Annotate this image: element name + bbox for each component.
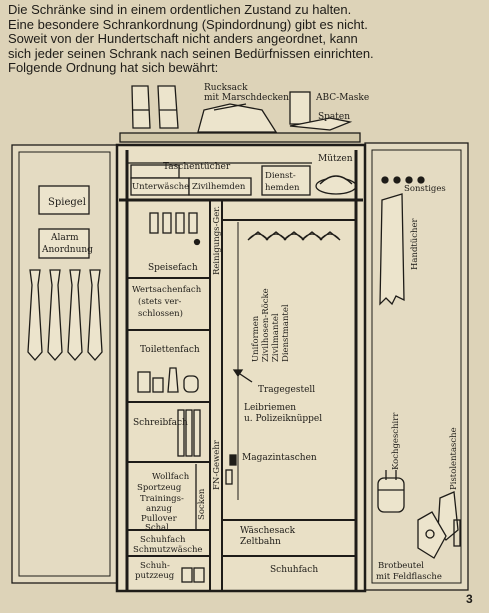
- hooks-icon: [381, 176, 425, 184]
- abc-mask-label: ABC-Maske: [315, 93, 369, 103]
- shoe-compartment-left-label: Schuhfach: [140, 535, 186, 545]
- mirror-box: [38, 185, 90, 215]
- intro-paragraph: Die Schränke sind in einem ordentlichen …: [8, 2, 484, 76]
- intro-line: Eine besondere Schrankordnung (Spindordn…: [8, 16, 368, 32]
- valuables-label-2: (stets ver-: [138, 296, 181, 307]
- rucksack-label: Rucksack: [204, 83, 248, 93]
- shoe-polish-label: Schuh-: [140, 561, 170, 571]
- laundry-label: Schmutzwäsche: [133, 545, 202, 555]
- towel-icon: [379, 193, 405, 306]
- mess-kit-label: Kochgeschirr: [391, 412, 401, 470]
- pantry-items-icon: [149, 212, 201, 246]
- cleaning-gear-label: Reinigungs-Ger.: [212, 206, 222, 275]
- folders-icon: [177, 409, 201, 457]
- alarm-notice-box: [38, 228, 90, 259]
- carrier-label: Tragegestell: [258, 385, 315, 395]
- mirror-label: Spiegel: [48, 197, 86, 208]
- toiletry-label: Toilettenfach: [140, 345, 200, 355]
- rucksack-label-2: mit Marschdecken: [204, 93, 289, 103]
- spaten-label: Spaten: [318, 112, 350, 122]
- underwear-label: Unterwäsche: [132, 182, 189, 192]
- hangers-icon: [247, 231, 341, 241]
- laundry-bag-label: Wäschesack: [240, 526, 296, 536]
- pantry-label: Speisefach: [148, 263, 198, 273]
- magazine-pouch-label: Magazintaschen: [242, 453, 317, 463]
- duty-shirts-label: Dienst-: [265, 171, 296, 181]
- uniform-label-4: Dienstmantel: [281, 304, 291, 362]
- intro-line: Soweit von der Hundertschaft nicht ander…: [8, 31, 358, 47]
- polish-icon: [181, 567, 205, 583]
- rucksack-icon: [197, 103, 278, 133]
- tent-label: Zeltbahn: [240, 537, 281, 547]
- duty-shirts-label-2: hemden: [265, 183, 300, 193]
- uniform-label-2: Zivilhosen-Röcke: [261, 288, 271, 362]
- belt-label-2: u. Polizeiknüppel: [244, 414, 322, 424]
- bread-bag-icon: [417, 511, 447, 559]
- socks-label: Socken: [197, 488, 207, 520]
- writing-label: Schreibfach: [133, 418, 188, 428]
- mess-kit-icon: [377, 470, 405, 513]
- rifle-label: FN-Gewehr: [212, 439, 222, 490]
- pullover-label: Pullover: [141, 514, 178, 524]
- valuables-label: Wertsachenfach: [132, 285, 202, 295]
- intro-line: Folgende Ordnung hat sich bewährt:: [8, 60, 219, 76]
- scarf-label: Schal: [145, 523, 169, 533]
- toiletries-icon: [137, 367, 199, 393]
- intro-line: sich jeder seinen Schrank nach seinen Be…: [8, 45, 374, 61]
- right-door: [364, 142, 469, 591]
- ties-icon: [27, 269, 103, 361]
- shoe-polish-label-2: putzzeug: [135, 571, 175, 581]
- sportswear-label: Sportzeug: [137, 483, 182, 493]
- gas-mask-icon: [289, 91, 311, 125]
- wool-label: Wollfach: [152, 472, 190, 482]
- towels-label: Handtücher: [410, 217, 420, 270]
- boots-icon: [131, 85, 179, 129]
- tracksuit-label: Trainings-: [140, 494, 184, 504]
- tracksuit-label-2: anzug: [146, 504, 172, 514]
- valuables-label-3: schlossen): [138, 308, 183, 319]
- uniform-label-3: Zivilmantel: [271, 313, 281, 362]
- civil-shirts-label: Zivilhemden: [192, 182, 246, 192]
- cap-icon: [315, 175, 357, 195]
- uniform-label-1: Uniformen: [251, 315, 261, 362]
- shoe-compartment-right-label: Schuhfach: [270, 565, 318, 575]
- shovel-icon: [289, 117, 353, 131]
- alarm-label-2: Anordnung: [41, 245, 93, 255]
- alarm-label: Alarm: [50, 233, 79, 243]
- belt-label: Leibriemen: [244, 403, 296, 413]
- handkerchief-label: Taschentücher: [163, 162, 231, 172]
- left-door: [11, 144, 118, 584]
- holster-label: Pistolentasche: [449, 427, 459, 490]
- page-number: 3: [466, 592, 473, 606]
- top-shelf: [119, 85, 361, 143]
- bread-bag-label: Brotbeutel: [378, 561, 424, 571]
- bread-bag-label-2: mit Feldflasche: [376, 572, 442, 582]
- misc-label: Sonstiges: [404, 184, 446, 194]
- intro-line: Die Schränke sind in einem ordentlichen …: [8, 2, 352, 17]
- caps-label: Mützen: [318, 154, 353, 164]
